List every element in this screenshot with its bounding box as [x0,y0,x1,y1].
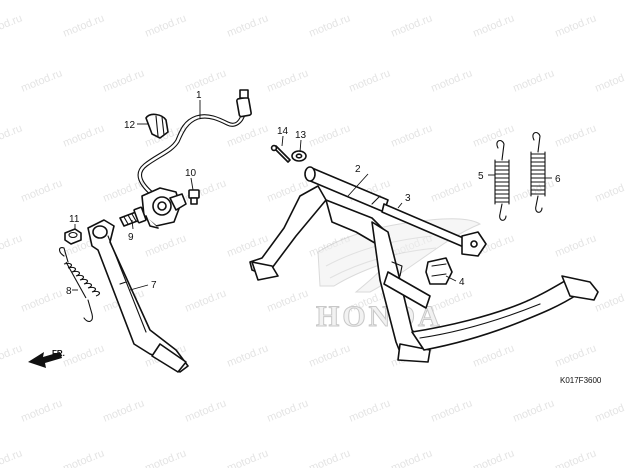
honda-brand-text: HONDA [316,300,443,333]
front-direction-label: FR. [52,349,65,358]
diagram-code: K017F3600 [560,376,602,385]
main-stand-spring-a [494,139,510,221]
callout-7: 7 [151,280,157,291]
cotter-pin [270,144,291,163]
band-clamp [145,113,169,139]
mounting-bolt [188,189,200,205]
callout-8: 8 [66,286,72,297]
main-stand-spring-b [530,131,546,213]
callout-12: 12 [124,120,136,131]
pivot-bolt [119,206,147,227]
callout-5: 5 [478,171,484,182]
side-stand [87,219,189,373]
callout-9: 9 [128,232,134,243]
callout-2: 2 [355,164,361,175]
washer [291,150,307,162]
callout-13: 13 [295,130,307,141]
callout-6: 6 [555,174,561,185]
main-stand [249,166,599,363]
leader-lines [72,100,552,291]
stand-pivot-shaft [381,203,487,257]
callout-3: 3 [405,193,411,204]
front-direction-arrow: FR. [28,349,65,368]
stopper-rubber [425,257,453,285]
callout-labels: 1 2 3 4 5 6 7 8 9 10 11 12 13 14 [66,90,561,297]
callout-10: 10 [185,168,197,179]
nut [64,228,82,245]
callout-4: 4 [459,277,465,288]
callout-11: 11 [69,214,80,225]
wire-harness [137,89,252,229]
callout-1: 1 [196,90,202,101]
side-stand-spring [58,247,101,323]
callout-14: 14 [277,126,289,137]
